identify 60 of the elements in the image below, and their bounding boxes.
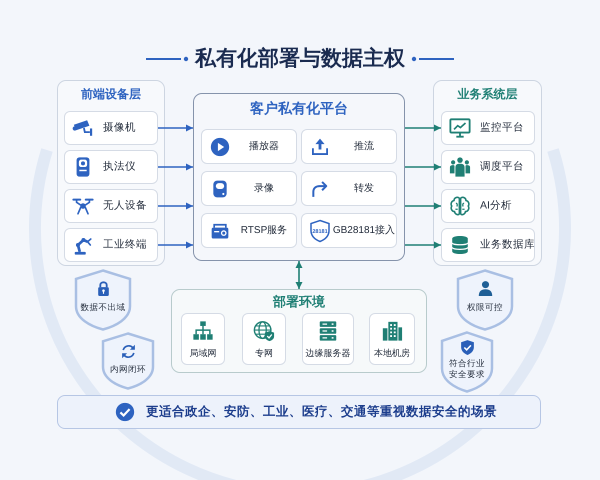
- item-card: [64, 228, 158, 262]
- item-label: 摄像机: [103, 122, 136, 134]
- arrow: [405, 202, 441, 210]
- item-card: [64, 189, 158, 223]
- item-label: AI分析: [480, 200, 512, 212]
- item-label: 播放器: [249, 140, 279, 153]
- item-card: [441, 189, 535, 223]
- banner-text: 更适合政企、安防、工业、医疗、交通等重视数据安全的场景: [146, 404, 497, 420]
- panel-heading: 部署环境: [273, 294, 325, 310]
- arrow: [405, 242, 441, 248]
- tile-card: [181, 313, 225, 365]
- item-label: 工业终端: [103, 238, 147, 252]
- item-card: [441, 111, 535, 145]
- arrow: [158, 242, 193, 248]
- item-card: [201, 213, 297, 248]
- item-label: 转发: [354, 182, 374, 195]
- shield-label: 权限可控: [467, 302, 503, 313]
- arrow: [158, 124, 193, 132]
- tile-card: [242, 313, 286, 365]
- panel: [57, 80, 165, 266]
- item-card: [441, 150, 535, 184]
- arrow: [296, 261, 302, 289]
- banner: [57, 395, 541, 429]
- item-card: [301, 213, 397, 248]
- item-card: [301, 171, 397, 206]
- item-label: GB28181接入: [332, 224, 396, 237]
- panel-heading: 前端设备层: [81, 87, 141, 102]
- item-card: [64, 111, 158, 145]
- shield-label: 符合行业安全要求: [448, 358, 486, 380]
- shield-label: 内网闭环: [110, 364, 146, 375]
- arrow: [158, 202, 193, 210]
- title: 私有化部署与数据主权: [195, 47, 405, 71]
- item-card: [64, 150, 158, 184]
- tile-card: [369, 313, 415, 365]
- arrow: [405, 164, 441, 170]
- tile-label: 边缘服务器: [306, 348, 350, 359]
- item-card: [201, 129, 297, 164]
- item-card: [441, 228, 535, 262]
- platform-panel: [193, 93, 405, 261]
- item-label: RTSP服务: [240, 224, 288, 237]
- item-card: [301, 129, 397, 164]
- panel-heading: 业务系统层: [458, 87, 518, 102]
- arrow: [158, 164, 193, 170]
- arrow: [405, 124, 441, 132]
- shield-label: 数据不出域: [80, 302, 126, 313]
- item-label: 推流: [354, 140, 374, 153]
- item-label: 录像: [254, 182, 274, 195]
- item-label: 业务数据库: [480, 238, 535, 252]
- item-label: 监控平台: [480, 122, 524, 134]
- item-card: [201, 171, 297, 206]
- item-label: 执法仪: [103, 160, 136, 174]
- item-label: 调度平台: [480, 160, 524, 174]
- tile-card: [302, 313, 354, 365]
- panel-heading: 客户私有化平台: [250, 100, 348, 117]
- panel: [433, 80, 542, 266]
- tile-label: 局域网: [190, 348, 216, 359]
- tile-label: 专网: [255, 348, 273, 359]
- item-label: 无人设备: [103, 200, 147, 212]
- panel: [171, 289, 427, 373]
- tile-label: 本地机房: [374, 348, 410, 359]
